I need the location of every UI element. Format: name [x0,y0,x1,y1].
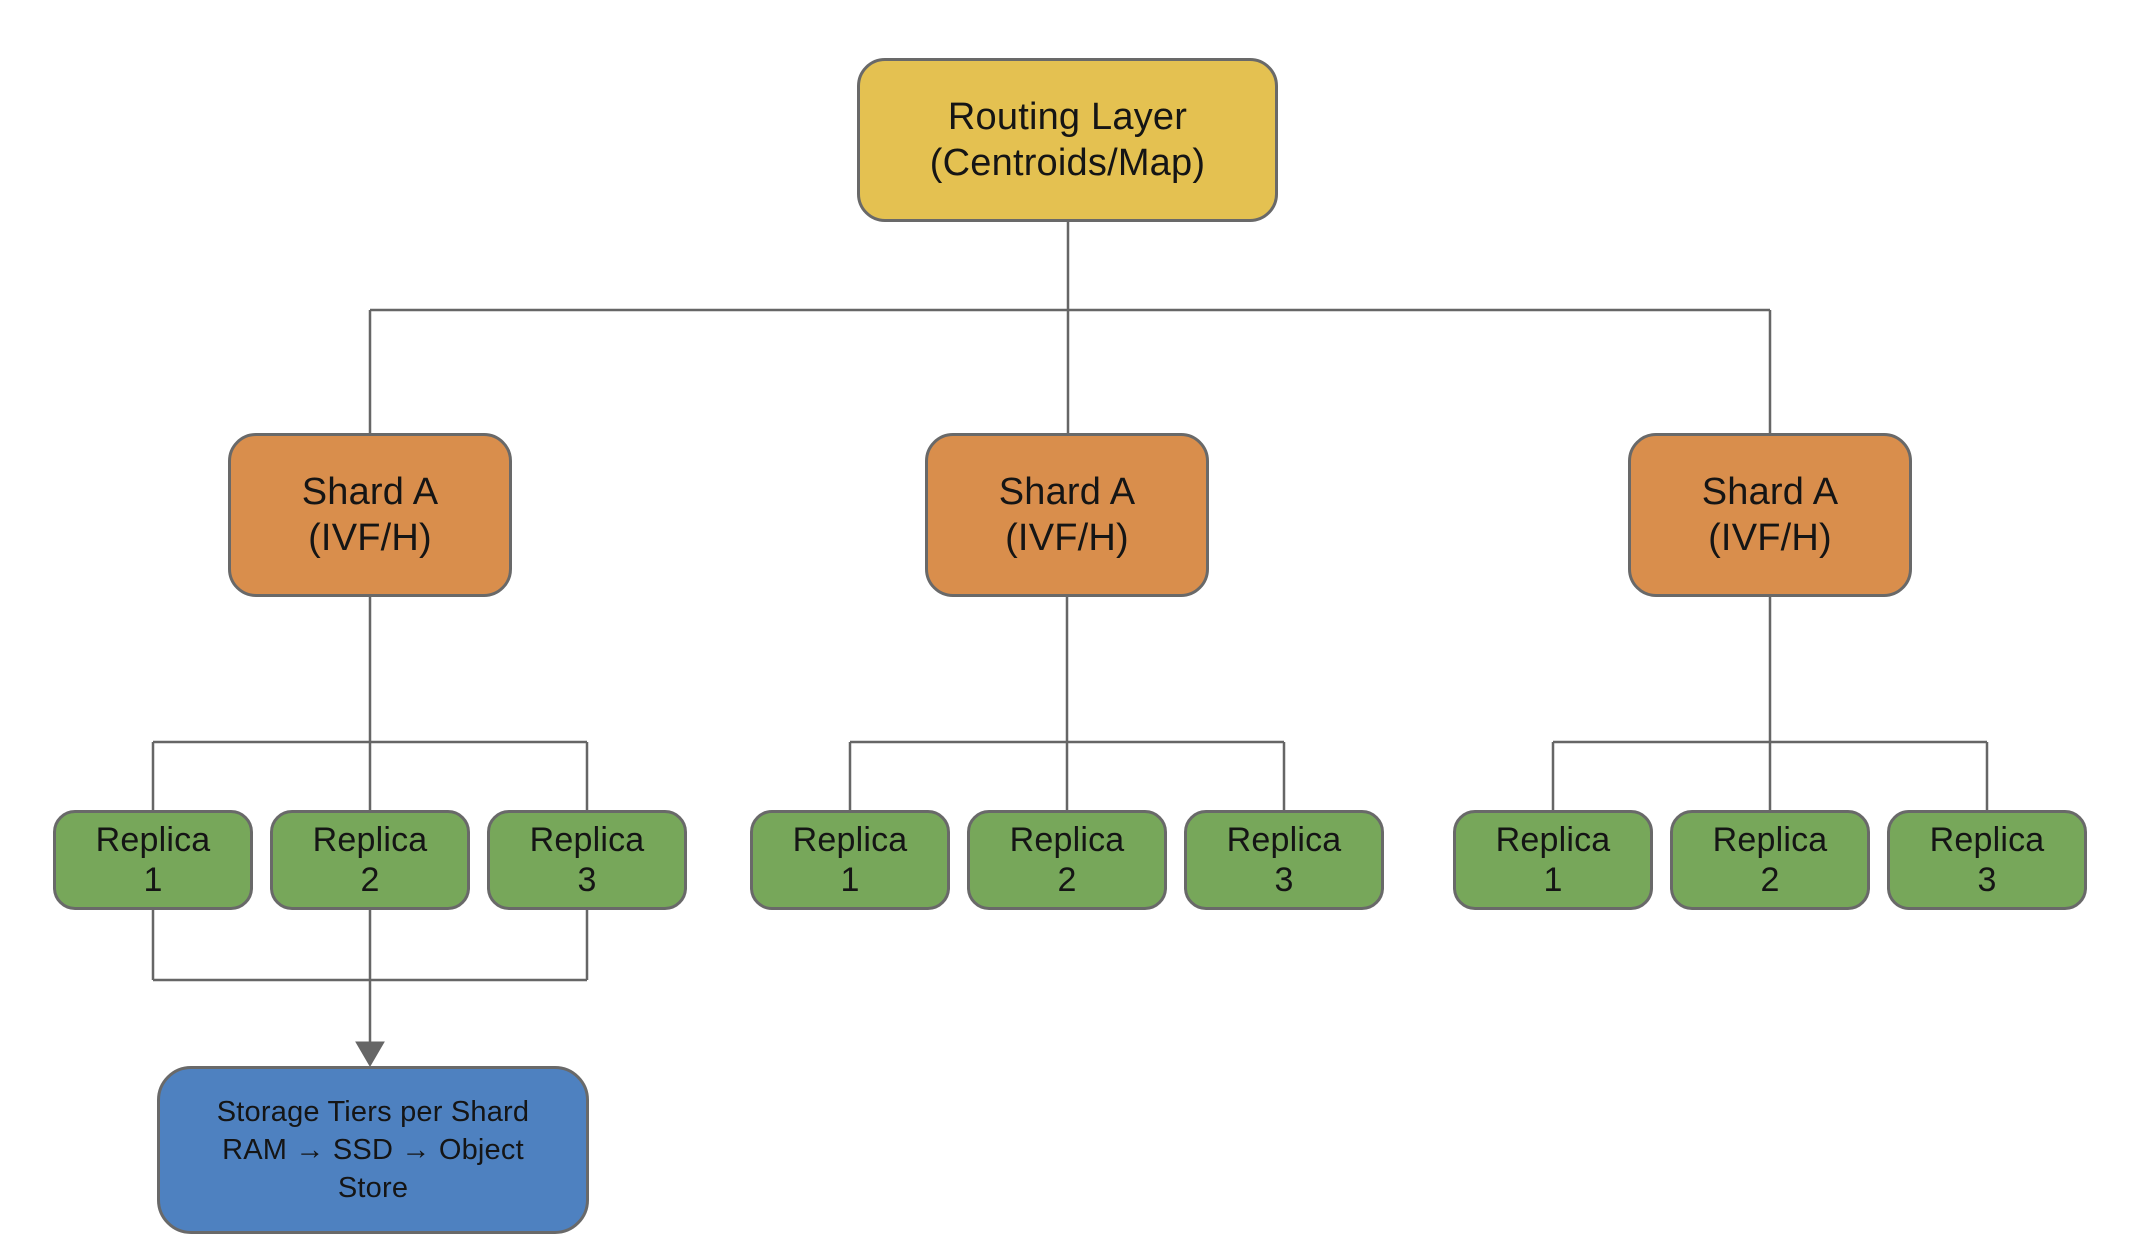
shard2-to-replicas-connector [848,597,1286,810]
shard-a-node-3: Shard A (IVF/H) [1628,433,1912,597]
shard1-to-replicas-connector [151,597,589,810]
replica-node-g3-1: Replica 1 [1453,810,1653,910]
replica-node-g3-2: Replica 2 [1670,810,1870,910]
replica-node-g2-3: Replica 3 [1184,810,1384,910]
replica-node-g1-3: Replica 3 [487,810,687,910]
shard-a-node-2: Shard A (IVF/H) [925,433,1209,597]
root-to-shards-connector [368,222,1772,433]
storage-tiers-node: Storage Tiers per Shard RAM → SSD → Obje… [157,1066,589,1234]
arrow-down-head-icon [355,1041,385,1067]
replica-node-g1-2: Replica 2 [270,810,470,910]
shard-a-node-1: Shard A (IVF/H) [228,433,512,597]
shard3-to-replicas-connector [1551,597,1989,810]
replica-node-g1-1: Replica 1 [53,810,253,910]
routing-layer-node: Routing Layer (Centroids/Map) [857,58,1278,222]
replica-node-g2-1: Replica 1 [750,810,950,910]
replicas-to-storage-connector [151,910,589,1045]
replica-node-g2-2: Replica 2 [967,810,1167,910]
replica-node-g3-3: Replica 3 [1887,810,2087,910]
